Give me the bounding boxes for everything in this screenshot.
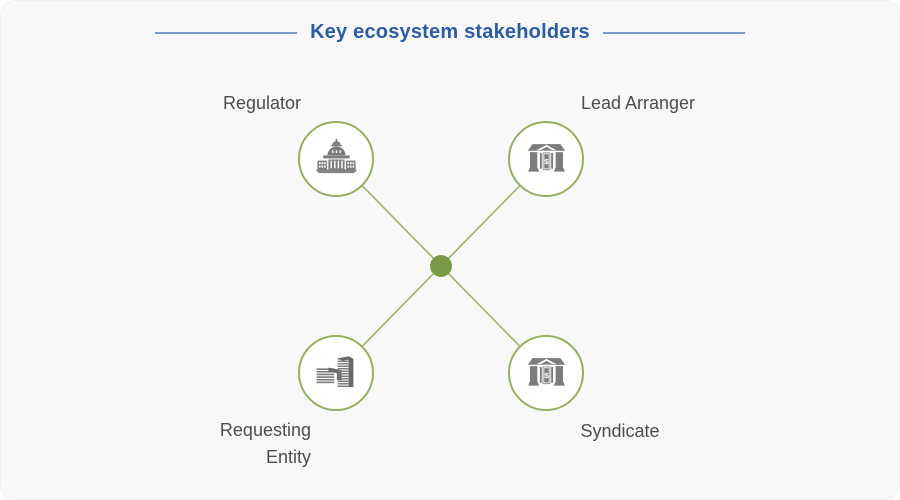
node-regulator [298, 121, 374, 197]
bank-dollar-icon: $ [527, 357, 565, 386]
page-title: Key ecosystem stakeholders [310, 21, 590, 43]
label-lead-arranger: Lead Arranger [580, 93, 696, 113]
bank-dollar-icon: $ [527, 143, 565, 172]
label-requesting-line1: Requesting [219, 420, 311, 440]
title-rule-right [602, 31, 745, 34]
capitol-building-icon [316, 138, 356, 173]
label-regulator: Regulator [222, 93, 302, 113]
title-rule-left [155, 31, 298, 34]
node-syndicate: $ [508, 335, 584, 411]
hub-dot [430, 255, 452, 277]
dollar-glyph: $ [544, 156, 549, 165]
node-requesting-entity [298, 335, 374, 411]
label-syndicate: Syndicate [580, 421, 660, 441]
label-requesting-entity: Requesting Entity [151, 417, 311, 471]
label-requesting-line2: Entity [265, 447, 311, 467]
node-lead-arranger: $ [508, 121, 584, 197]
header: Key ecosystem stakeholders [1, 21, 899, 44]
office-buildings-icon [316, 355, 353, 387]
dollar-glyph: $ [544, 370, 549, 379]
